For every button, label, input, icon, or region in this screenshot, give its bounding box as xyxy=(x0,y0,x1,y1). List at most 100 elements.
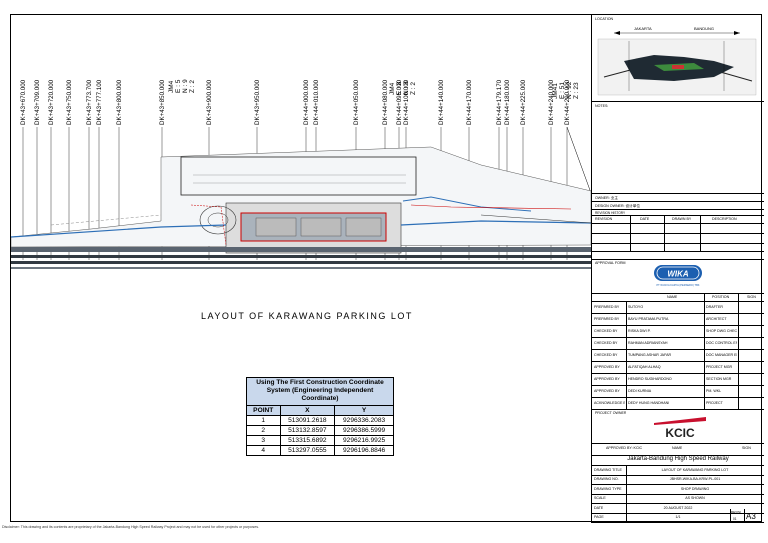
table-row: 2 513132.8597 9296386.5999 xyxy=(246,424,394,436)
jm-marker-line: Z : 2 xyxy=(410,82,417,95)
key-left-label: JAKARTA xyxy=(634,26,652,31)
info-value: SHOP DRAWING xyxy=(680,486,710,491)
parking-lot-plan xyxy=(11,146,591,269)
signature-cell: PM. WKL xyxy=(706,389,722,393)
station-label: DK+44+050.000 xyxy=(353,79,360,125)
revision-col: DESCRIPTION xyxy=(712,217,737,221)
info-label: DRAWING TYPE xyxy=(594,486,622,491)
jm-marker-line: Z : 23 xyxy=(573,82,580,99)
owner-row: DESIGN OWNER: 设计单位 xyxy=(595,204,640,208)
table-cell: 9296336.2083 xyxy=(334,414,394,426)
station-label: DK+44+095.000 xyxy=(396,79,403,125)
table-cell: 3 xyxy=(246,434,281,446)
table-cell: 9296196.8846 xyxy=(334,444,394,456)
signature-cell: BAYU PRATAMA PUTRA xyxy=(628,317,669,321)
jm-marker-id: JM4 xyxy=(168,80,175,93)
signature-cell: RISKA DWI P. xyxy=(628,329,651,333)
signature-cell: ACKNOWLEDGE BY xyxy=(594,401,625,405)
layout-title: LAYOUT OF KARAWANG PARKING LOT xyxy=(201,311,413,321)
wika-subtitle: PT WIJAYA KARYA (PERSERO) TBK xyxy=(656,283,699,287)
sheet-size: A3 xyxy=(746,512,756,521)
coordinate-table-header: Using The First Construction Coordinate … xyxy=(246,377,394,406)
signature-cell: TUMPANG ASHAR JAFAR xyxy=(628,353,672,357)
station-label: DK+43+670.000 xyxy=(20,79,27,125)
table-cell: 2 xyxy=(246,424,281,436)
column-header: POINT xyxy=(246,404,281,416)
table-cell: 513132.8597 xyxy=(279,424,336,436)
revision-value: 01 xyxy=(733,517,737,521)
table-cell: 9296216.9925 xyxy=(334,434,394,446)
disclaimer: Disclaimer: This drawing and its content… xyxy=(2,525,260,529)
signature-cell: RAHMAN ADRIANSYAH xyxy=(628,341,668,345)
station-label: DK+44+140.000 xyxy=(438,79,445,125)
signature-cell: SUTOYO xyxy=(628,305,644,309)
column-header: Y xyxy=(334,404,394,416)
wika-logo-text: WIKA xyxy=(667,270,689,279)
sign-col: SIGN xyxy=(747,295,756,299)
kcic-logo-text: KCIC xyxy=(665,426,695,440)
approved-kcic-name: NAME xyxy=(672,446,683,450)
signature-cell: HENDRO SUGIHARDONO xyxy=(628,377,672,381)
notes-label: NOTES: xyxy=(595,104,609,108)
info-label: DATE xyxy=(594,505,604,510)
info-label: DRAWING TITLE xyxy=(594,468,622,472)
jm-marker-line: E : 8 xyxy=(396,81,403,95)
table-cell: 513297.0555 xyxy=(279,444,336,456)
jm-marker-line: Z : 2 xyxy=(189,80,196,93)
signature-cell: PREPARED BY xyxy=(594,305,620,309)
location-label: LOCATION xyxy=(595,17,614,21)
station-label: DK+43+773.700 xyxy=(86,79,93,125)
approved-kcic-sign: SIGN xyxy=(742,446,751,450)
revision-col: DATE xyxy=(640,217,650,221)
project-name: Jakarta-Bandung High Speed Railway xyxy=(627,456,729,462)
table-cell: 513315.6892 xyxy=(279,434,336,446)
signature-cell: SECTION MGR xyxy=(706,377,732,381)
signature-cell: DEDY HUNG HANDHANI xyxy=(628,401,670,405)
coordinate-table: Using The First Construction Coordinate … xyxy=(246,377,394,456)
jm-marker-line: N : 92 xyxy=(566,81,573,99)
signature-cell: APPROVED BY xyxy=(594,377,620,381)
jm-marker-id: JM41 xyxy=(552,83,559,99)
jm-marker-line: N : 8 xyxy=(403,81,410,95)
signature-cell: DOC CONTROL ENG xyxy=(706,341,737,345)
kcic-logo: KCIC xyxy=(654,417,706,440)
signature-cell: ARCHITECT xyxy=(706,317,727,321)
sign-col: POSITION xyxy=(712,295,730,299)
jm-marker-line: E : 51 xyxy=(559,82,566,99)
signature-cell: CHECKED BY xyxy=(594,341,618,345)
station-label: DK+44+240.000 xyxy=(548,79,555,125)
station-label: DK+43+720.000 xyxy=(48,79,55,125)
signature-cell: APPROVED BY xyxy=(594,365,620,369)
station-label: DK+44+179.170 xyxy=(496,79,503,125)
drawing-sheet: DK+43+670.000 DK+43+709.000 DK+43+720.00… xyxy=(10,14,764,523)
revision-history-label: REVISION HISTORY xyxy=(595,211,626,215)
station-label: DK+43+900.000 xyxy=(206,79,213,125)
info-value: JBHSR-WIKA-BA-KRW-PL-001 xyxy=(669,477,721,482)
revision-col: DRAWN BY xyxy=(672,217,692,221)
table-row: 3 513315.6892 9296216.9925 xyxy=(246,434,394,446)
station-label: DK+43+950.000 xyxy=(254,79,261,125)
signature-cell: PROJECT xyxy=(706,401,723,405)
jm-marker-line: E : 5 xyxy=(175,79,182,93)
signature-cell: SHOP DWG CHECK xyxy=(706,329,737,333)
signature-cell: DRAFTER xyxy=(706,305,723,309)
table-cell: 513091.2618 xyxy=(279,414,336,426)
station-label: DK+44+180.000 xyxy=(504,79,511,125)
station-label: DK+43+850.000 xyxy=(159,79,166,125)
owner-row: OWNER: 业主 xyxy=(595,196,618,200)
station-label: DK+44+170.000 xyxy=(466,79,473,125)
station-label: DK+44+010.000 xyxy=(313,79,320,125)
revision-col: REVISION xyxy=(595,217,613,221)
table-cell: 4 xyxy=(246,444,281,456)
wika-logo: WIKA PT WIJAYA KARYA (PERSERO) TBK xyxy=(654,265,702,287)
info-value: 1/1 xyxy=(675,515,681,519)
signature-cell: APPROVED BY xyxy=(594,389,620,393)
approval-form-label: APPROVAL FORM xyxy=(595,261,626,265)
signature-cell: PREPARED BY xyxy=(594,317,620,321)
station-label: DK+43+750.000 xyxy=(66,79,73,125)
project-owner-label: PROJECT OWNER xyxy=(595,411,627,415)
table-row: 4 513297.0555 9296196.8846 xyxy=(246,444,394,456)
jm-marker-id: JM4 xyxy=(389,82,396,95)
info-value: 20 AUGUST 2022 xyxy=(663,505,693,510)
signature-cell: PROJECT MGR xyxy=(706,365,733,369)
